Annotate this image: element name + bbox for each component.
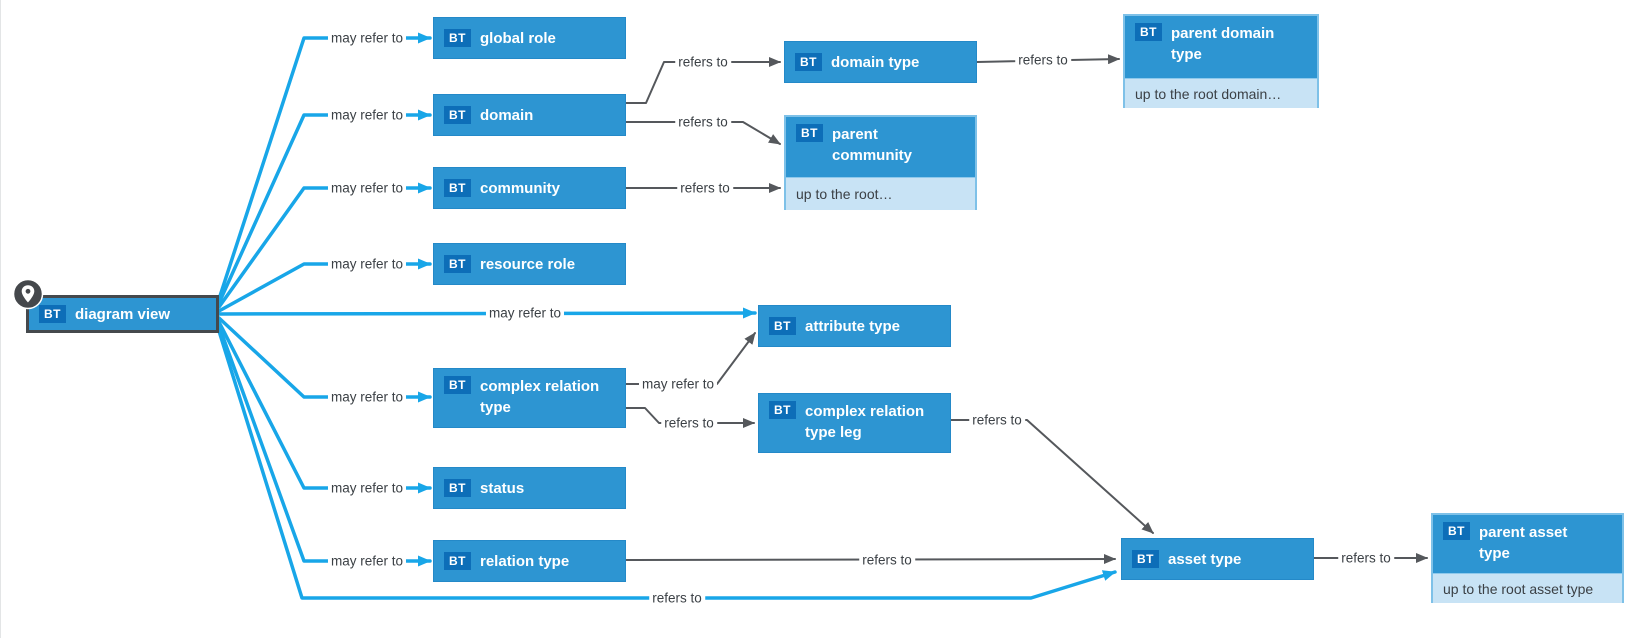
node-parent-domain-type[interactable]: BT parent domain type up to the root domai… xyxy=(1123,14,1319,108)
node-title: BT status xyxy=(434,468,625,508)
edge-label: may refer to xyxy=(327,180,407,196)
node-parent-community[interactable]: BT parent community up to the root… xyxy=(784,115,977,210)
node-label: diagram view xyxy=(75,305,171,323)
edge-label: may refer to xyxy=(327,107,407,123)
node-label: parent community xyxy=(832,126,913,164)
node-global-role[interactable]: BT global role xyxy=(433,17,626,59)
edge-label: may refer to xyxy=(327,553,407,569)
edge-label: may refer to xyxy=(327,256,407,272)
node-community[interactable]: BT community xyxy=(433,167,626,209)
bt-badge: BT xyxy=(769,317,796,335)
node-title: BT domain xyxy=(434,95,625,135)
node-diagram-view[interactable]: BT diagram view xyxy=(12,278,219,333)
bt-badge: BT xyxy=(39,305,66,323)
node-title: BT parent community xyxy=(786,117,975,177)
edge-domain-to-parent-community xyxy=(625,121,781,145)
bt-badge: BT xyxy=(444,552,471,570)
node-title: BT parent domain type xyxy=(1125,16,1317,78)
node-label: asset type xyxy=(1168,550,1242,568)
node-complex-relation-type-leg[interactable]: BT complex relation type leg xyxy=(758,393,951,453)
edge-complex-relation-type-leg-to-asset-type xyxy=(950,419,1154,534)
bt-badge: BT xyxy=(796,124,823,142)
edge-label: refers to xyxy=(859,552,915,568)
node-label: resource role xyxy=(480,255,576,273)
node-title: BT complex relation type xyxy=(434,369,625,418)
edge-label: refers to xyxy=(1338,550,1394,566)
node-strip: up to the root domain… xyxy=(1125,78,1317,108)
node-label: relation type xyxy=(480,552,570,570)
node-strip: up to the root asset type xyxy=(1433,573,1622,603)
node-label: attribute type xyxy=(805,317,901,335)
node-title: BT complex relation type leg xyxy=(759,394,950,443)
location-pin-icon xyxy=(12,278,44,310)
node-label: global role xyxy=(480,29,556,47)
node-attribute-type[interactable]: BT attribute type xyxy=(758,305,951,347)
edge-label: refers to xyxy=(675,114,731,130)
bt-badge: BT xyxy=(795,53,822,71)
node-title: BT global role xyxy=(434,18,625,58)
node-title: BT diagram view xyxy=(29,298,216,330)
node-label: complex relation type leg xyxy=(805,403,925,441)
node-domain[interactable]: BT domain xyxy=(433,94,626,136)
node-strip: up to the root… xyxy=(786,177,975,210)
edge-label: may refer to xyxy=(327,30,407,46)
node-parent-asset-type[interactable]: BT parent asset type up to the root asset … xyxy=(1431,513,1624,603)
edge-label: refers to xyxy=(649,590,705,606)
node-label: domain xyxy=(480,106,534,124)
bt-badge: BT xyxy=(444,106,471,124)
node-label: status xyxy=(480,479,525,497)
node-label: parent asset type xyxy=(1479,524,1568,562)
node-title: BT attribute type xyxy=(759,306,950,346)
node-title: BT resource role xyxy=(434,244,625,284)
node-relation-type[interactable]: BT relation type xyxy=(433,540,626,582)
bt-badge: BT xyxy=(444,29,471,47)
node-label: community xyxy=(480,179,561,197)
node-label: domain type xyxy=(831,53,920,71)
node-label: complex relation type xyxy=(480,378,600,416)
edge-label: refers to xyxy=(661,415,717,431)
bt-badge: BT xyxy=(444,255,471,273)
edge-diagram-view-to-relation-type xyxy=(217,324,432,567)
bt-badge: BT xyxy=(1443,522,1470,540)
bt-badge: BT xyxy=(1135,23,1162,41)
node-title: BT community xyxy=(434,168,625,208)
node-title: BT domain type xyxy=(785,42,976,82)
edge-diagram-view-to-domain xyxy=(217,109,432,305)
node-complex-relation-type[interactable]: BT complex relation type xyxy=(433,368,626,428)
node-resource-role[interactable]: BT resource role xyxy=(433,243,626,285)
edge-label: may refer to xyxy=(327,389,407,405)
node-asset-type[interactable]: BT asset type xyxy=(1121,538,1314,580)
edge-label: may refer to xyxy=(327,480,407,496)
edge-label: refers to xyxy=(1015,52,1071,68)
node-title: BT asset type xyxy=(1122,539,1313,579)
edge-label: refers to xyxy=(675,54,731,70)
edge-label: may refer to xyxy=(638,376,718,392)
node-domain-type[interactable]: BT domain type xyxy=(784,41,977,83)
bt-badge: BT xyxy=(444,376,471,394)
node-title: BT relation type xyxy=(434,541,625,581)
bt-badge: BT xyxy=(1132,550,1159,568)
bt-badge: BT xyxy=(769,401,796,419)
edge-label: may refer to xyxy=(485,305,565,321)
bt-badge: BT xyxy=(444,479,471,497)
node-label: parent domain type xyxy=(1171,25,1275,63)
node-status[interactable]: BT status xyxy=(433,467,626,509)
node-title: BT parent asset type xyxy=(1433,515,1622,573)
edge-label: refers to xyxy=(969,412,1025,428)
bt-badge: BT xyxy=(444,179,471,197)
edge-label: refers to xyxy=(677,180,733,196)
